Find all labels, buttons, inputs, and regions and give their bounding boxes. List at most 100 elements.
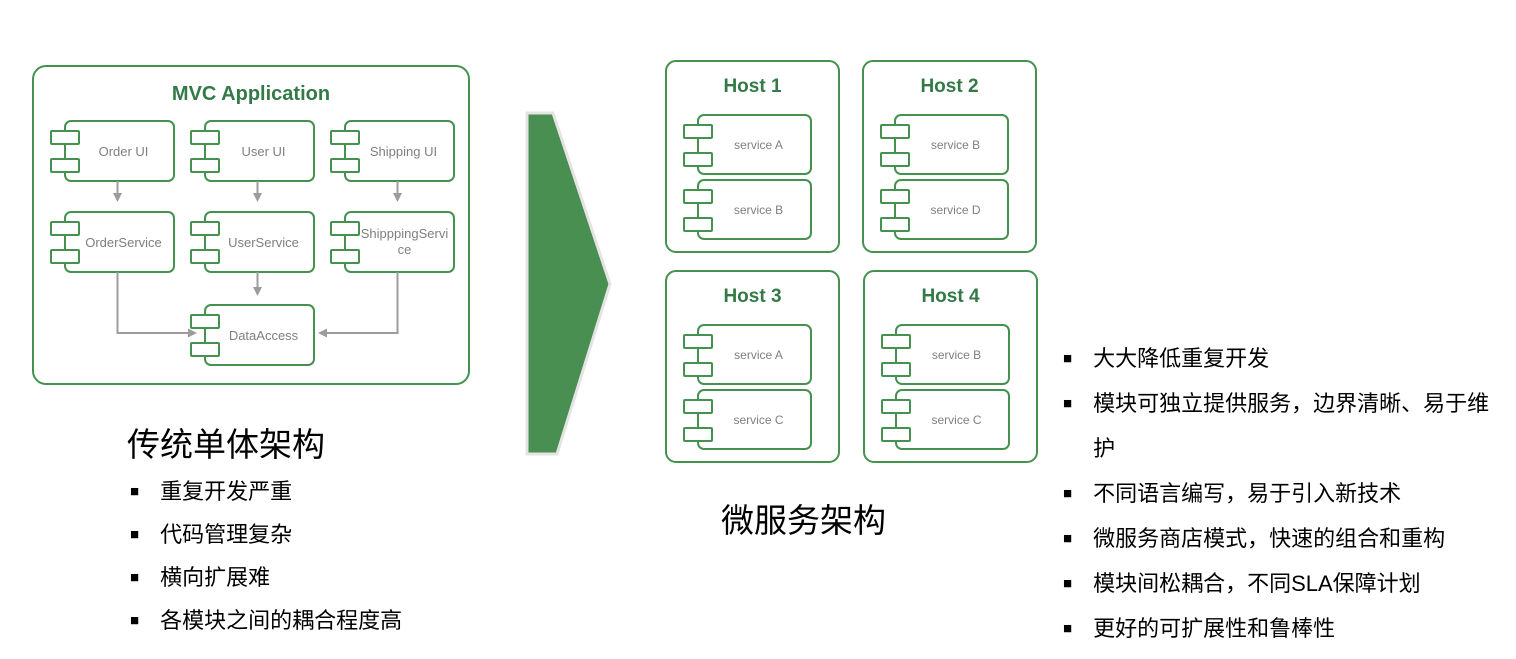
list-item-text: 重复开发严重 xyxy=(160,479,293,504)
component-port-icon xyxy=(50,249,80,264)
component-data-access: DataAccess xyxy=(190,304,315,366)
component-port-icon xyxy=(190,221,220,236)
component-service: service B xyxy=(880,114,1009,175)
component-port-icon xyxy=(330,249,360,264)
list-item: ■ 微服务商店模式，快速的组合和重构 xyxy=(1063,516,1508,561)
host-1-title: Host 1 xyxy=(723,76,782,97)
component-label: Order UI xyxy=(98,143,149,159)
bullet-square-icon: ■ xyxy=(130,483,140,500)
component-user-ui: User UI xyxy=(190,120,315,182)
component-label: Shipping UI xyxy=(369,143,438,159)
component-label: service B xyxy=(733,202,784,217)
component-port-icon xyxy=(881,427,911,442)
bullet-square-icon: ■ xyxy=(130,526,140,543)
list-item-text: 各模块之间的耦合程度高 xyxy=(160,608,403,633)
list-item: ■ 各模块之间的耦合程度高 xyxy=(130,599,550,642)
host-4-box: Host 4 service B service C xyxy=(863,270,1038,463)
list-item-text: 横向扩展难 xyxy=(160,565,271,590)
component-port-icon xyxy=(683,334,713,349)
component-port-icon xyxy=(190,130,220,145)
list-item-text: 模块间松耦合，不同SLA保障计划 xyxy=(1093,571,1421,596)
component-label: service B xyxy=(930,137,981,152)
list-item: ■ 重复开发严重 xyxy=(130,470,550,513)
bullet-square-icon: ■ xyxy=(130,612,140,629)
component-service: service C xyxy=(683,389,812,450)
component-service: service B xyxy=(881,324,1010,385)
transition-arrow xyxy=(525,111,612,456)
list-item: ■ 大大降低重复开发 xyxy=(1063,336,1508,381)
component-user-service: UserService xyxy=(190,211,315,273)
list-item-text: 微服务商店模式，快速的组合和重构 xyxy=(1093,526,1446,551)
component-service: service A xyxy=(683,114,812,175)
component-shipping-ui: Shipping UI xyxy=(330,120,455,182)
mvc-application-title: MVC Application xyxy=(171,83,331,105)
component-port-icon xyxy=(683,152,713,167)
component-port-icon xyxy=(881,362,911,377)
mvc-application-box: MVC Application Order UI User UI Shippin… xyxy=(32,65,470,385)
list-item: ■ 模块可独立提供服务，边界清晰、易于维护 xyxy=(1063,381,1508,471)
host-1-box: Host 1 service A service B xyxy=(665,60,840,253)
component-port-icon xyxy=(683,189,713,204)
monolith-caption: 传统单体架构 xyxy=(127,426,325,463)
component-port-icon xyxy=(683,217,713,232)
component-port-icon xyxy=(330,221,360,236)
component-port-icon xyxy=(190,249,220,264)
list-item: ■ 更好的可扩展性和鲁棒性 xyxy=(1063,606,1508,651)
component-port-icon xyxy=(880,189,910,204)
component-port-icon xyxy=(330,158,360,173)
list-item-text: 更好的可扩展性和鲁棒性 xyxy=(1093,616,1336,641)
microservices-benefits-list: ■ 大大降低重复开发 ■ 模块可独立提供服务，边界清晰、易于维护 ■ 不同语言编… xyxy=(1063,336,1508,651)
bullet-square-icon: ■ xyxy=(1063,530,1073,547)
list-item: ■ 代码管理复杂 xyxy=(130,513,550,556)
bullet-square-icon: ■ xyxy=(1063,485,1073,502)
component-port-icon xyxy=(880,217,910,232)
bullet-square-icon: ■ xyxy=(1063,620,1073,637)
component-port-icon xyxy=(683,399,713,414)
component-label: OrderService xyxy=(85,234,162,250)
component-shipping-service: ShipppingService xyxy=(330,211,455,273)
host-2-box: Host 2 service B service D xyxy=(862,60,1037,253)
list-item-text: 模块可独立提供服务，边界清晰、易于维护 xyxy=(1093,391,1490,461)
host-2-title: Host 2 xyxy=(920,76,979,97)
list-item: ■ 不同语言编写，易于引入新技术 xyxy=(1063,471,1508,516)
component-port-icon xyxy=(50,158,80,173)
component-label: DataAccess xyxy=(228,327,299,343)
microservices-caption: 微服务架构 xyxy=(721,502,886,539)
host-4-title: Host 4 xyxy=(921,286,980,307)
component-port-icon xyxy=(50,221,80,236)
component-label: service A xyxy=(734,137,783,152)
component-port-icon xyxy=(880,124,910,139)
component-order-service: OrderService xyxy=(50,211,175,273)
list-item: ■ 横向扩展难 xyxy=(130,556,550,599)
component-label: service C xyxy=(931,412,982,427)
component-service: service A xyxy=(683,324,812,385)
bullet-square-icon: ■ xyxy=(1063,350,1073,367)
component-label: ShipppingService xyxy=(360,226,449,257)
component-port-icon xyxy=(683,124,713,139)
list-item-text: 不同语言编写，易于引入新技术 xyxy=(1093,481,1402,506)
component-label: service D xyxy=(930,202,981,217)
component-port-icon xyxy=(190,342,220,357)
component-service: service D xyxy=(880,179,1009,240)
component-label: service B xyxy=(931,347,982,362)
component-order-ui: Order UI xyxy=(50,120,175,182)
monolith-drawbacks-list: ■ 重复开发严重 ■ 代码管理复杂 ■ 横向扩展难 ■ 各模块之间的耦合程度高 xyxy=(130,470,550,642)
component-port-icon xyxy=(50,130,80,145)
component-port-icon xyxy=(190,158,220,173)
component-port-icon xyxy=(881,334,911,349)
component-label: service C xyxy=(733,412,784,427)
component-label: User UI xyxy=(241,143,286,159)
component-service: service C xyxy=(881,389,1010,450)
bullet-square-icon: ■ xyxy=(1063,395,1073,412)
list-item-text: 代码管理复杂 xyxy=(160,522,293,547)
bullet-square-icon: ■ xyxy=(1063,575,1073,592)
component-port-icon xyxy=(881,399,911,414)
component-label: UserService xyxy=(228,234,299,250)
component-port-icon xyxy=(880,152,910,167)
component-port-icon xyxy=(190,314,220,329)
component-port-icon xyxy=(330,130,360,145)
host-3-box: Host 3 service A service C xyxy=(665,270,840,463)
bullet-square-icon: ■ xyxy=(130,569,140,586)
component-port-icon xyxy=(683,427,713,442)
component-port-icon xyxy=(683,362,713,377)
